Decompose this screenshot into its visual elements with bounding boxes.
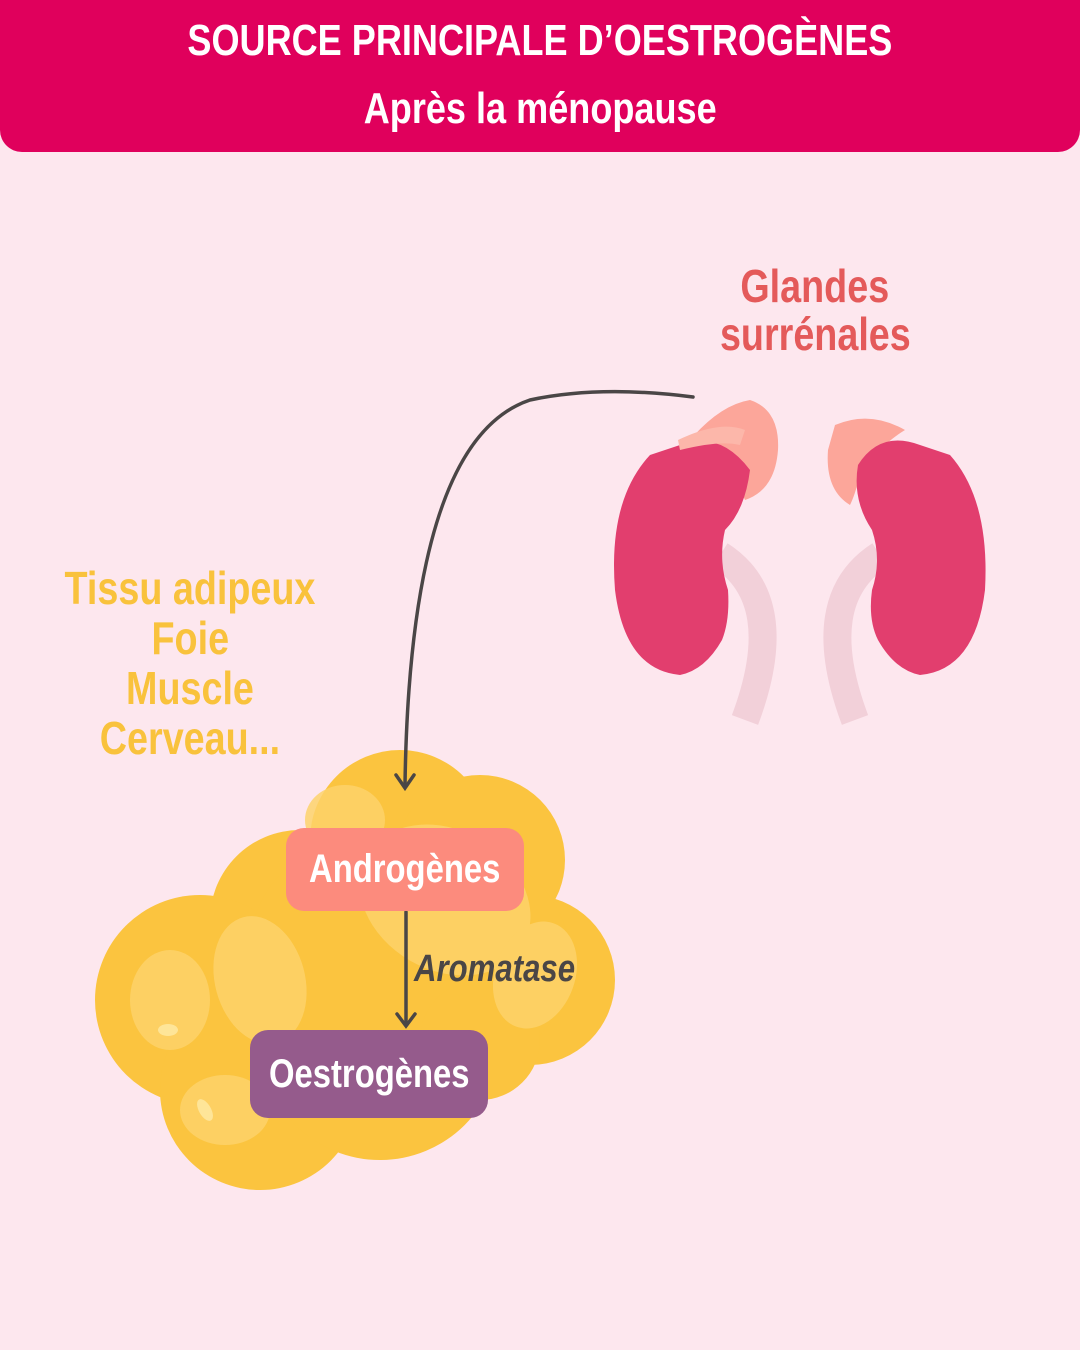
right-kidney-icon xyxy=(827,418,986,675)
flow-arrow-adrenal-to-tissue xyxy=(394,389,695,792)
ureters-icon xyxy=(711,543,889,725)
flow-arrow-aromatase xyxy=(395,910,417,1029)
peripheral-tissues-label: Tissu adipeux Foie Muscle Cerveau... xyxy=(64,562,316,764)
aromatase-label: Aromatase xyxy=(414,948,576,990)
androgens-box: Androgènes xyxy=(286,828,524,911)
adrenal-glands-label: Glandes surrénales xyxy=(719,260,911,360)
left-kidney-icon xyxy=(614,400,779,675)
page-title: SOURCE PRINCIPALE D’OESTROGÈNES xyxy=(187,16,893,65)
page-subtitle: Après la ménopause xyxy=(363,84,717,133)
estrogens-box: Oestrogènes xyxy=(250,1030,488,1118)
header-banner: SOURCE PRINCIPALE D’OESTROGÈNES Après la… xyxy=(0,0,1080,152)
